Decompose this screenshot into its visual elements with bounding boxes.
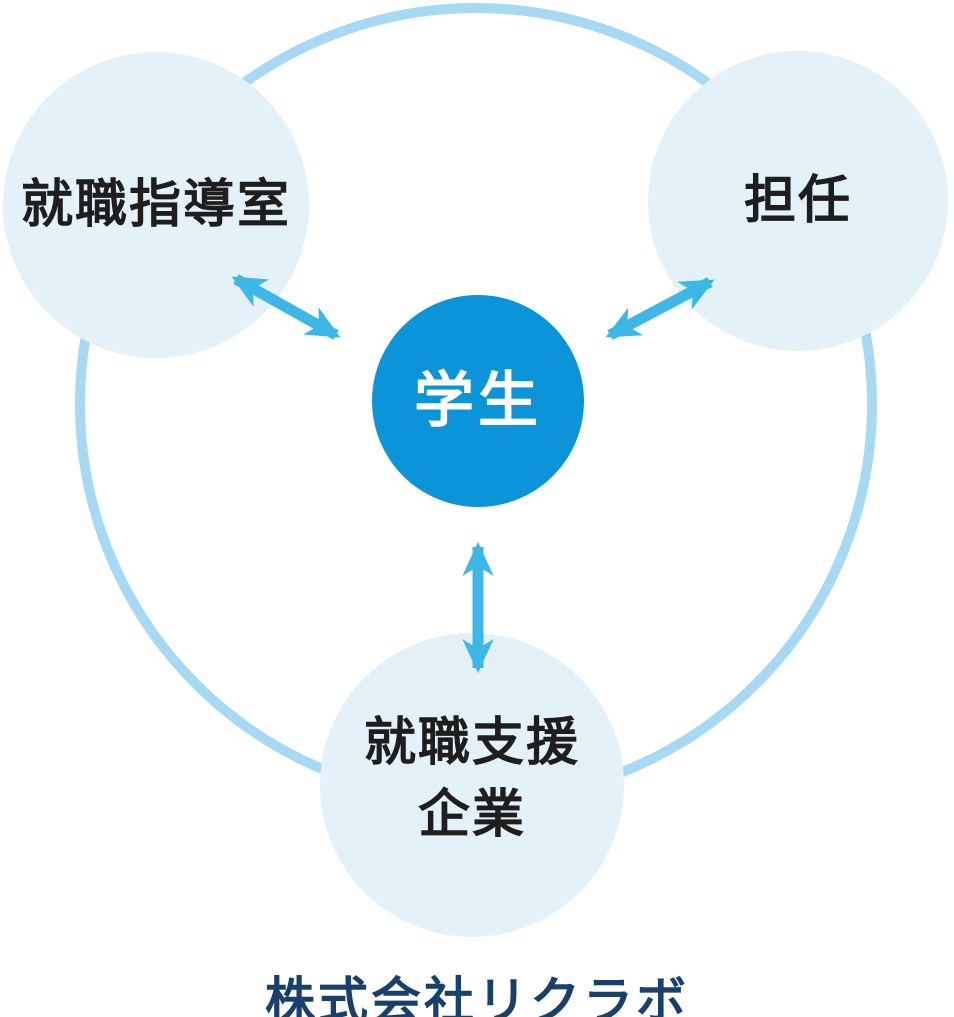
support-company-label: 就職支援 企業 (364, 707, 580, 851)
circle-student: 学生 (372, 295, 584, 507)
homeroom-teacher-label: 担任 (743, 172, 852, 230)
circle-homeroom-teacher: 担任 (648, 51, 948, 351)
student-label: 学生 (414, 367, 542, 434)
support-company-label-line2: 企業 (417, 786, 526, 844)
support-company-label-line1: 就職支援 (363, 714, 580, 772)
company-name: 株式会社リクラボ (265, 973, 689, 1017)
circle-career-office: 就職指導室 (3, 52, 309, 358)
career-office-label: 就職指導室 (20, 176, 291, 234)
circle-support-company: 就職支援 企業 (320, 633, 624, 937)
